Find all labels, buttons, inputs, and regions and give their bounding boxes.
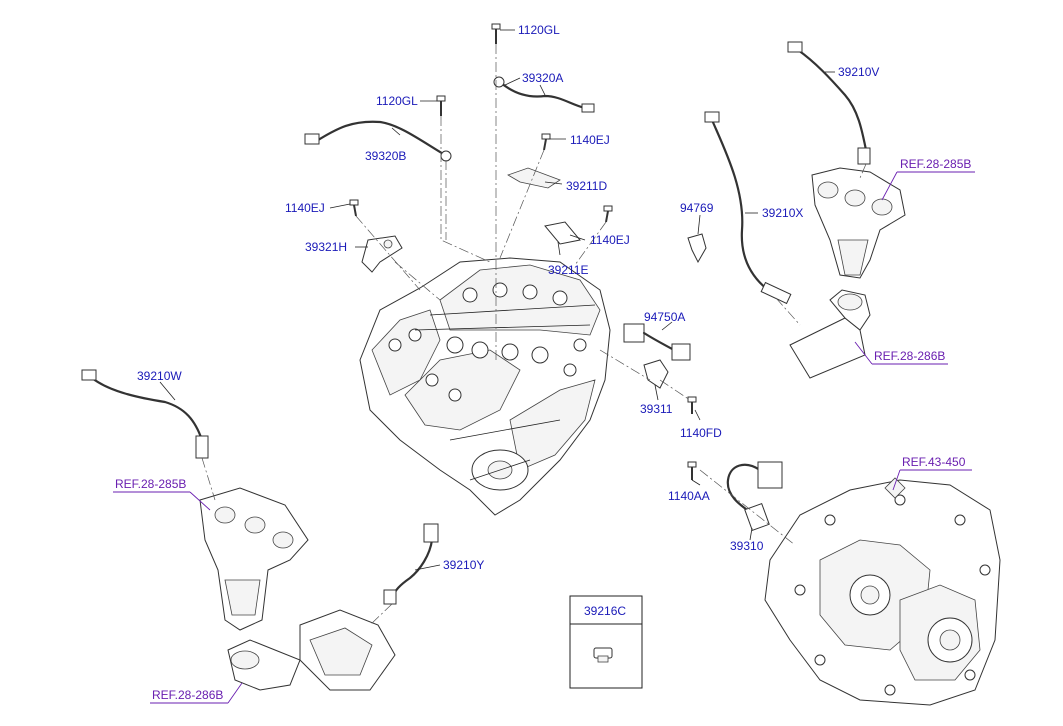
label-39321h[interactable]: 39321H — [305, 240, 347, 254]
ref-link-28-285b-left[interactable]: REF.28-285B — [115, 477, 186, 491]
transmission-illustration — [764, 477, 1001, 706]
reference-lines — [113, 171, 975, 704]
label-1140aa[interactable]: 1140AA — [668, 489, 710, 503]
right-exhaust-manifold-illustration — [811, 167, 906, 279]
label-39320a[interactable]: 39320A — [522, 71, 563, 85]
oxygen-sensor-39210v[interactable] — [787, 41, 871, 165]
label-39211d[interactable]: 39211D — [566, 179, 607, 193]
label-1120gl-left[interactable]: 1120GL — [376, 94, 418, 108]
label-1120gl-top[interactable]: 1120GL — [518, 23, 560, 37]
bolt-1140ej-right[interactable] — [603, 205, 613, 223]
bracket-39211e[interactable] — [544, 221, 581, 245]
assembly-center-lines — [201, 44, 867, 626]
oxygen-sensor-39210x[interactable] — [704, 111, 792, 305]
label-1140ej-b[interactable]: 1140EJ — [285, 201, 325, 215]
label-39311[interactable]: 39311 — [640, 402, 673, 416]
sensor-39310[interactable] — [726, 461, 783, 532]
part-labels: 1120GL 39320A 1120GL 39320B 1140EJ 39211… — [137, 23, 879, 618]
label-94750a[interactable]: 94750A — [644, 310, 685, 324]
oxygen-sensor-39210y[interactable] — [383, 523, 439, 605]
bracket-39321h[interactable] — [361, 235, 403, 273]
oxygen-sensor-39210w[interactable] — [81, 369, 209, 459]
connector-94750a[interactable] — [623, 323, 691, 361]
part-box-39216c[interactable] — [569, 595, 643, 689]
label-39210w[interactable]: 39210W — [137, 369, 182, 383]
label-39210y[interactable]: 39210Y — [443, 558, 484, 572]
bracket-94769[interactable] — [687, 233, 707, 264]
ref-link-28-286b-left[interactable]: REF.28-286B — [152, 688, 223, 702]
engine-block-illustration — [359, 257, 611, 516]
label-1140fd[interactable]: 1140FD — [680, 426, 722, 440]
bolt-1140ej-left[interactable] — [349, 199, 359, 217]
bolt-1140fd[interactable] — [687, 396, 697, 414]
left-exhaust-pipe-illustration — [227, 609, 396, 691]
label-1140ej-c[interactable]: 1140EJ — [590, 233, 630, 247]
label-1140ej-a[interactable]: 1140EJ — [570, 133, 610, 147]
label-39310[interactable]: 39310 — [730, 539, 764, 553]
ref-link-28-285b-right[interactable]: REF.28-285B — [900, 157, 971, 171]
bolt-1140ej-mid[interactable] — [541, 133, 551, 151]
clip-39311[interactable] — [643, 359, 669, 389]
bolt-1120gl-left[interactable] — [436, 95, 446, 116]
label-39210v[interactable]: 39210V — [838, 65, 879, 79]
reference-labels: REF.28-285B REF.28-286B REF.43-450 REF.2… — [115, 157, 971, 702]
right-exhaust-pipe-illustration — [789, 289, 871, 379]
label-39210x[interactable]: 39210X — [762, 206, 803, 220]
bolt-1140aa[interactable] — [687, 461, 697, 480]
ref-link-28-286b-right[interactable]: REF.28-286B — [874, 349, 945, 363]
left-exhaust-manifold-illustration — [199, 487, 309, 631]
label-94769[interactable]: 94769 — [680, 201, 714, 215]
label-39216c[interactable]: 39216C — [584, 604, 626, 618]
bolt-1120gl-top[interactable] — [491, 23, 501, 44]
label-39320b[interactable]: 39320B — [365, 149, 406, 163]
knock-sensor-39320a[interactable] — [493, 76, 595, 113]
label-39211e[interactable]: 39211E — [548, 263, 588, 277]
knock-sensor-39320b[interactable] — [304, 120, 452, 162]
bracket-39211d[interactable] — [507, 167, 561, 189]
ref-link-43-450[interactable]: REF.43-450 — [902, 455, 966, 469]
